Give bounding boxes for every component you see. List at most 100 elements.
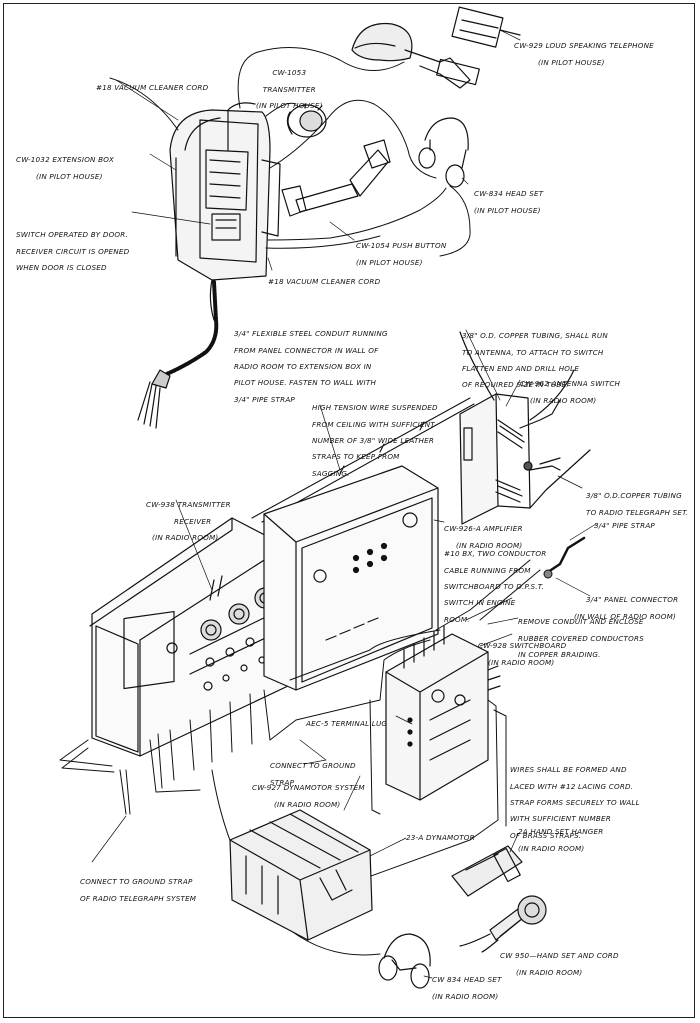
label-handset-cord: CW 950—HAND SET AND CORD (IN RADIO ROOM) <box>500 944 619 985</box>
label-line: PILOT HOUSE. FASTEN TO WALL WITH <box>234 378 377 388</box>
label-line: FROM PANEL CONNECTOR IN WALL OF <box>234 345 379 355</box>
label-line: CW-1054 PUSH BUTTON <box>356 241 447 251</box>
label-line: FLATTEN END AND DRILL HOLE <box>462 364 580 374</box>
label-transmitter-receiver: CW-938 TRANSMITTER RECEIVER (IN RADIO RO… <box>146 493 231 550</box>
label-line: RECEIVER CIRCUIT IS OPENED <box>16 246 130 256</box>
label-line: STRAPS TO KEEP FROM <box>312 452 400 462</box>
label-line: CW-929 LOUD SPEAKING TELEPHONE <box>514 41 654 51</box>
label-od-copper-tubing: 3/8" O.D.COPPER TUBING TO RADIO TELEGRAP… <box>586 484 688 525</box>
radio-room-headset <box>378 933 431 989</box>
high-tension-wire <box>251 397 475 523</box>
label-door-switch: SWITCH OPERATED BY DOOR. RECEIVER CIRCUI… <box>16 223 129 280</box>
label-line: TRANSMITTER <box>262 84 316 94</box>
label-line: TO RADIO TELEGRAPH SET. <box>586 507 689 517</box>
label-antenna-switch: CW-962 ANTENNA SWITCH (IN RADIO ROOM) <box>520 372 620 413</box>
label-line: CW-1032 EXTENSION BOX <box>16 155 115 165</box>
switchboard <box>385 625 501 801</box>
label-line: RUBBER COVERED CONDUCTORS <box>518 633 644 643</box>
label-transmitter-pilot: CW-1053 TRANSMITTER (IN PILOT HOUSE) <box>256 61 323 118</box>
label-line: HIGH TENSION WIRE SUSPENDED <box>312 403 438 413</box>
label-line: STRAP FORMS SECURELY TO WALL <box>510 798 640 808</box>
label-line: (IN RADIO ROOM) <box>274 799 341 809</box>
label-line: CONNECT TO GROUND STRAP <box>80 877 193 887</box>
label-line: (IN RADIO ROOM) <box>152 533 219 543</box>
label-switchboard: CW-928 SWITCHBOARD (IN RADIO ROOM) <box>478 634 566 675</box>
amplifier <box>263 465 439 691</box>
label-line: CW-1053 <box>272 68 307 78</box>
label-line: CW-938 TRANSMITTER <box>146 500 231 510</box>
push-button <box>281 139 391 217</box>
label-wires-laced: WIRES SHALL BE FORMED AND LACED WITH #12… <box>510 758 640 848</box>
label-line: SWITCH IN ENGINE <box>444 598 516 608</box>
label-terminal-lug: AEC-5 TERMINAL LUG <box>306 712 387 737</box>
label-line: (IN RADIO ROOM) <box>488 657 555 667</box>
label-line: CW-834 HEAD SET <box>474 189 544 199</box>
label-line: WIRES SHALL BE FORMED AND <box>510 765 627 775</box>
label-line: AEC-5 TERMINAL LUG <box>306 719 388 729</box>
label-line: LACED WITH #12 LACING CORD. <box>510 781 634 791</box>
label-ground-telegraph: CONNECT TO GROUND STRAP OF RADIO TELEGRA… <box>80 870 196 911</box>
label-line: (IN RADIO ROOM) <box>516 967 583 977</box>
label-line: STRAP <box>270 777 295 787</box>
leader-lines <box>91 29 597 979</box>
label-line: SWITCH OPERATED BY DOOR. <box>16 230 128 240</box>
pilot-headset <box>418 117 469 188</box>
label-remove-conduit: REMOVE CONDUIT AND ENCLOSE RUBBER COVERE… <box>518 610 644 667</box>
label-line: (IN PILOT HOUSE) <box>474 205 541 215</box>
dynamotor <box>229 809 373 941</box>
label-line: OF RADIO TELEGRAPH SYSTEM <box>80 893 197 903</box>
label-line: CONNECT TO GROUND <box>270 761 356 771</box>
label-ground-strap: CONNECT TO GROUND STRAP <box>270 754 356 795</box>
label-flexible-conduit: 3/4" FLEXIBLE STEEL CONDUIT RUNNING FROM… <box>234 322 388 412</box>
label-line: OF BRASS STRAPS. <box>510 830 582 840</box>
label-line: 3/4" PANEL CONNECTOR <box>586 595 679 605</box>
label-high-tension-wire: HIGH TENSION WIRE SUSPENDED FROM CEILING… <box>312 396 438 486</box>
label-bx-cable: #10 BX, TWO CONDUCTOR CABLE RUNNING FROM… <box>444 542 546 632</box>
loud-speaking-telephone <box>351 6 521 89</box>
label-line: IN COPPER BRAIDING. <box>518 650 601 660</box>
transmitter-receiver <box>89 517 289 757</box>
extension-box <box>169 102 281 321</box>
label-line: 2A HAND SET HANGER <box>518 827 604 837</box>
label-pipe-strap: 3/4" PIPE STRAP <box>594 514 655 539</box>
label-dynamotor-system: CW-927 DYNAMOTOR SYSTEM (IN RADIO ROOM) <box>252 776 365 817</box>
label-line: CW-926-A AMPLIFIER <box>444 524 523 534</box>
label-line: RADIO ROOM TO EXTENSION BOX IN <box>234 362 372 372</box>
label-copper-tubing: 3/8" O.D. COPPER TUBING, SHALL RUN TO AN… <box>462 324 608 398</box>
label-headset-pilot: CW-834 HEAD SET (IN PILOT HOUSE) <box>474 182 543 223</box>
label-vacuum-cord-top: #18 VACUUM CLEANER CORD <box>96 76 208 101</box>
label-line: RECEIVER <box>174 516 212 526</box>
label-line: CW-927 DYNAMOTOR SYSTEM <box>252 783 365 793</box>
label-line: #10 BX, TWO CONDUCTOR <box>444 549 547 559</box>
label-line: (IN PILOT HOUSE) <box>356 257 423 267</box>
handset-and-cord <box>459 895 547 953</box>
label-vacuum-cord-mid: #18 VACUUM CLEANER CORD <box>268 270 380 295</box>
label-line: 3/4" FLEXIBLE STEEL CONDUIT RUNNING <box>234 329 388 339</box>
label-line: SAGGING. <box>312 468 350 478</box>
label-line: 23-A DYNAMOTOR <box>406 833 475 843</box>
label-line: SWITCHBOARD TO D.P.S.T. <box>444 582 544 592</box>
label-line: CW 834 HEAD SET <box>432 975 502 985</box>
label-push-button: CW-1054 PUSH BUTTON (IN PILOT HOUSE) <box>356 234 446 275</box>
label-line: (IN RADIO ROOM) <box>530 395 597 405</box>
label-line: (IN RADIO ROOM) <box>456 540 523 550</box>
label-line: 3/4" PIPE STRAP <box>594 521 655 531</box>
label-line: (IN PILOT HOUSE) <box>256 101 323 111</box>
label-dynamotor: 23-A DYNAMOTOR <box>406 826 475 851</box>
label-line: #18 VACUUM CLEANER CORD <box>96 83 209 93</box>
label-line: (IN WALL OF RADIO ROOM) <box>574 611 677 621</box>
flexible-conduit <box>137 280 219 429</box>
label-line: NUMBER OF 3/8" WIDE LEATHER <box>312 436 435 446</box>
pilot-cords <box>109 47 471 257</box>
label-line: #18 VACUUM CLEANER CORD <box>268 277 381 287</box>
label-line: 3/8" O.D.COPPER TUBING <box>586 491 682 501</box>
label-line: 3/4" PIPE STRAP <box>234 394 295 404</box>
label-handset-hanger: 2A HAND SET HANGER (IN RADIO ROOM) <box>518 820 603 861</box>
label-loud-speaking-telephone: CW-929 LOUD SPEAKING TELEPHONE (IN PILOT… <box>514 34 654 75</box>
label-headset-radio: CW 834 HEAD SET (IN RADIO ROOM) <box>432 968 502 1009</box>
handset-hanger <box>451 845 523 897</box>
antenna-switch <box>459 331 591 525</box>
label-panel-connector: 3/4" PANEL CONNECTOR (IN WALL OF RADIO R… <box>574 588 678 629</box>
